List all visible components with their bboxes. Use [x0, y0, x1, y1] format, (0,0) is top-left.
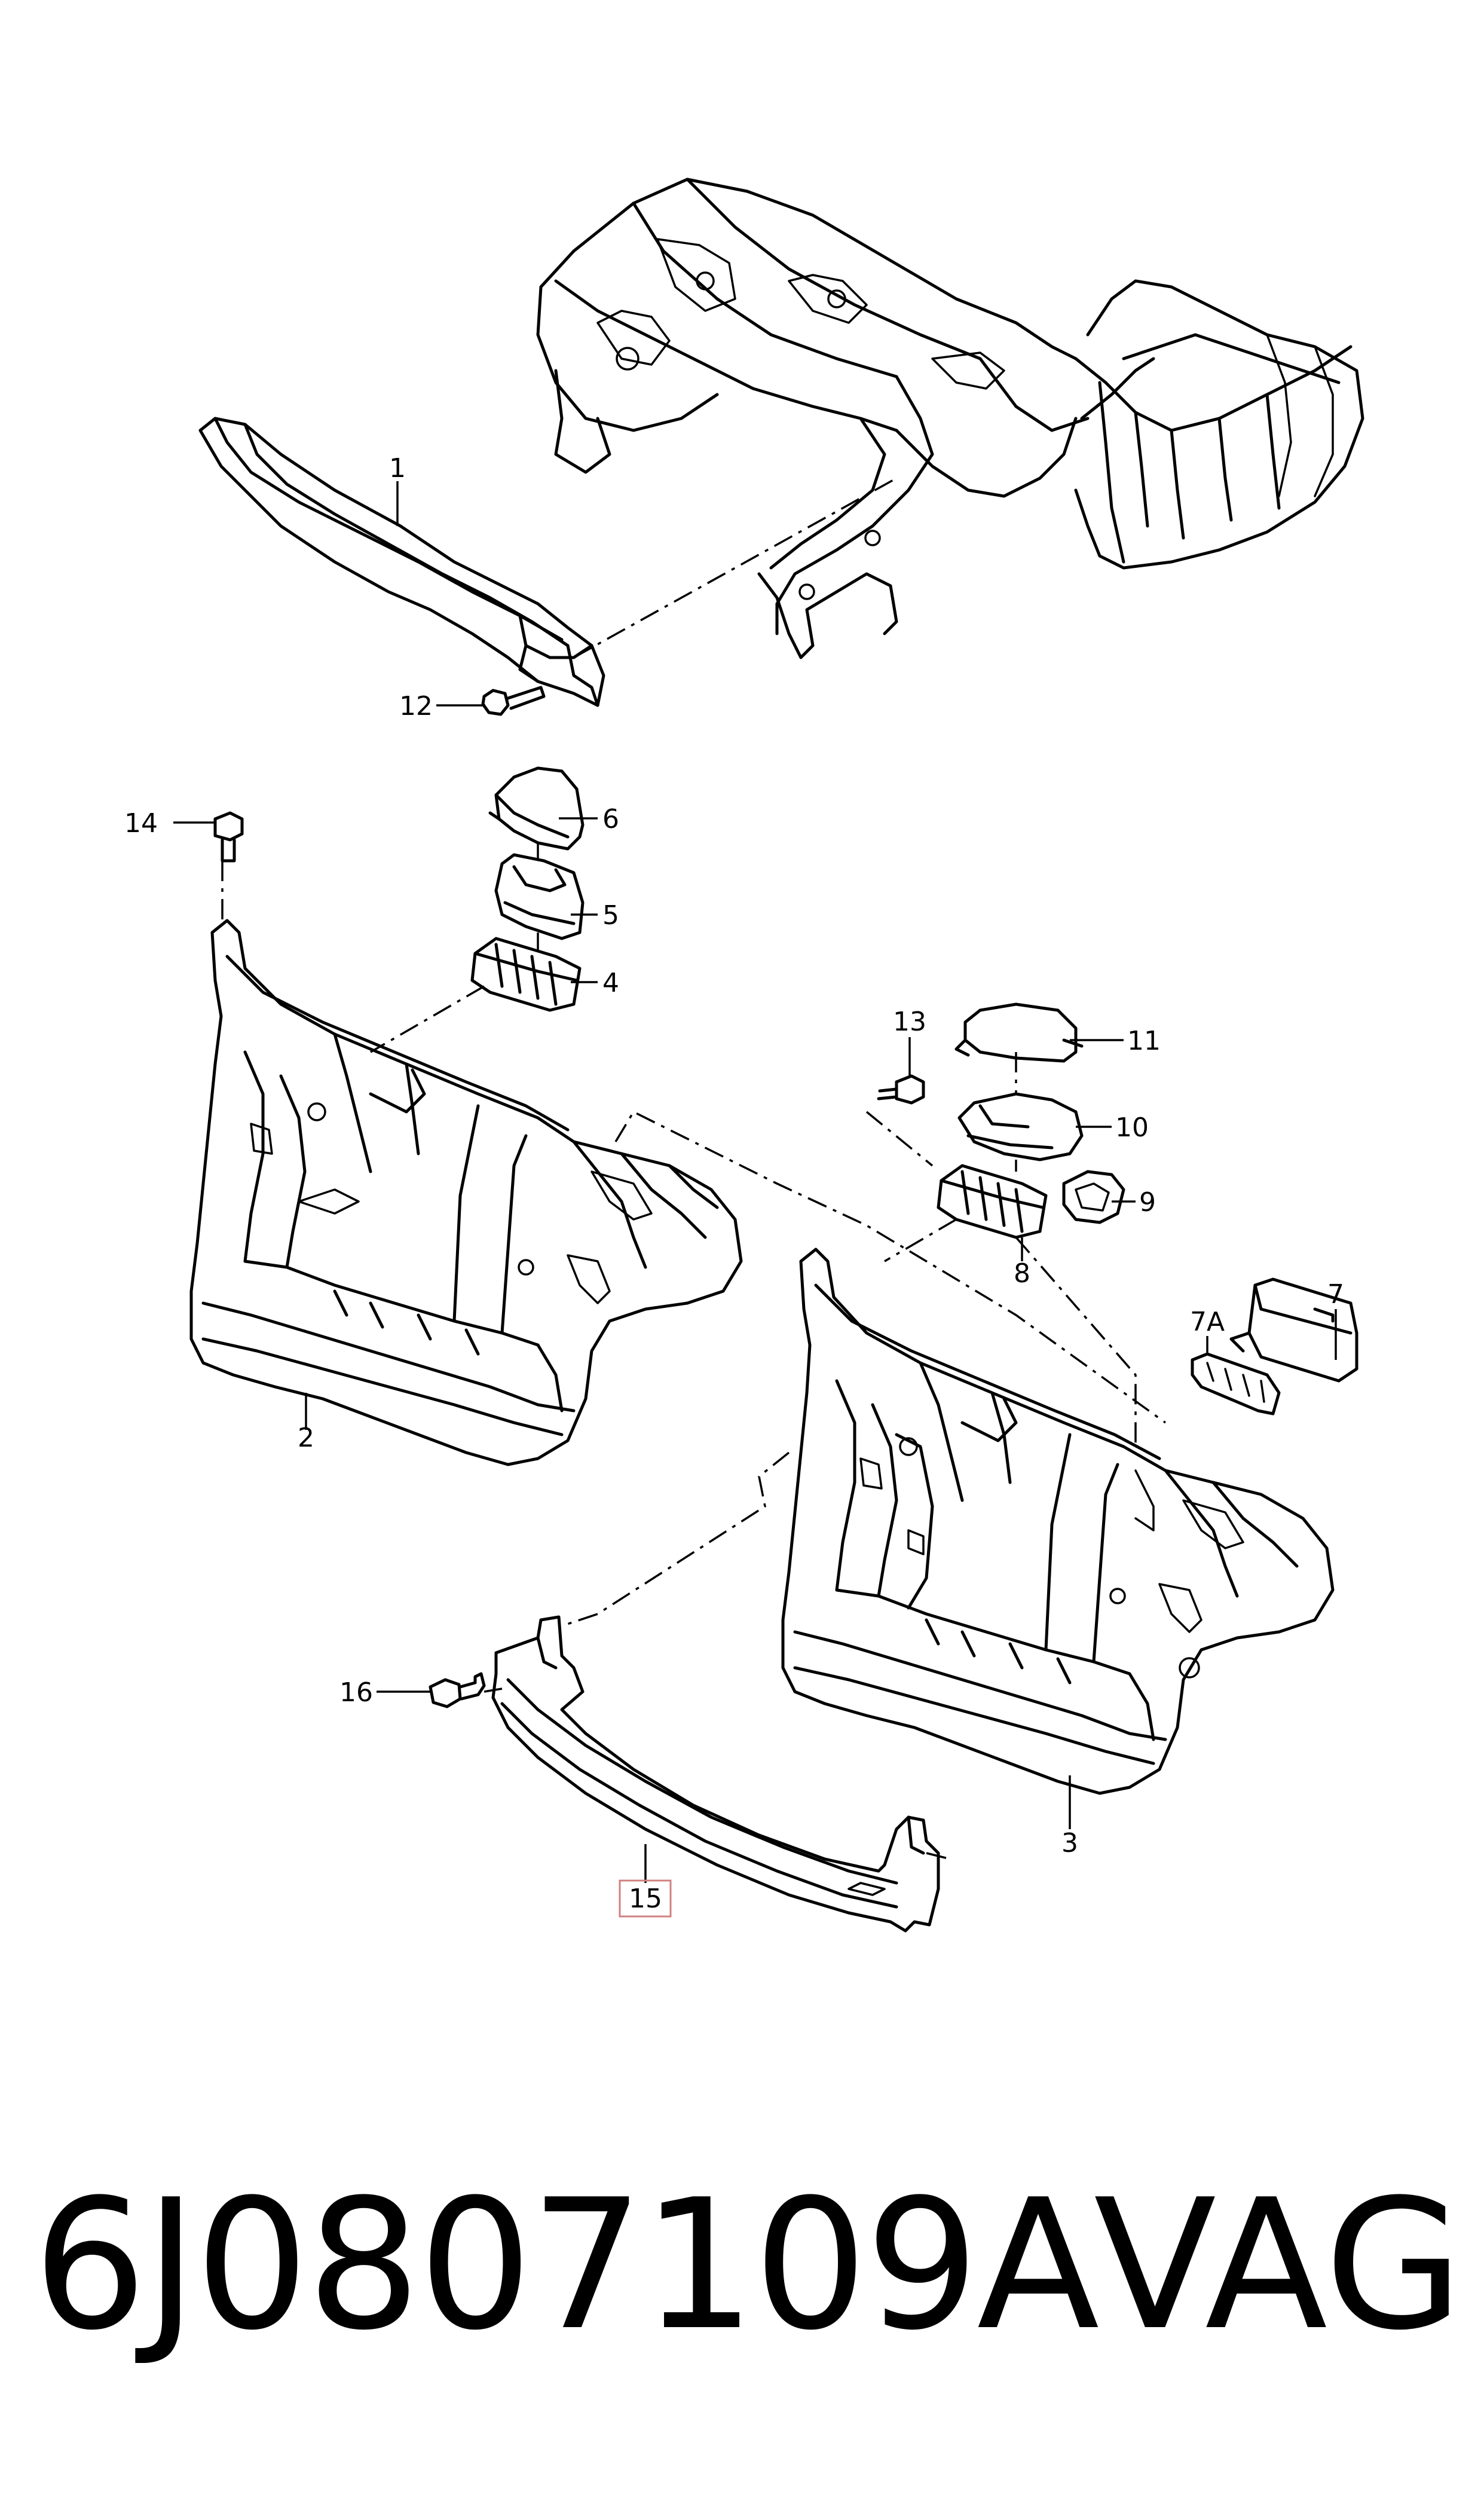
brand-label: VAG — [1094, 2161, 1464, 2370]
part-11-cap-icon — [954, 1002, 1084, 1063]
part-7a-clip-icon — [1191, 1352, 1281, 1416]
part-6-cap-icon — [488, 766, 585, 851]
callout-1: 1 — [389, 453, 406, 484]
callout-3: 3 — [1061, 1828, 1078, 1858]
assembly-lines — [221, 477, 1167, 1860]
callout-9: 9 — [1139, 1187, 1156, 1218]
part-7-block-icon — [1229, 1277, 1358, 1383]
part-4-bracket-icon — [470, 937, 582, 1012]
part-8-bracket-icon — [937, 1164, 1048, 1239]
bolt-12-icon — [481, 686, 546, 716]
part-9-seal-icon — [1062, 1170, 1125, 1224]
part-10-housing-icon — [957, 1092, 1084, 1161]
callout-11: 11 — [1127, 1026, 1161, 1056]
part-number-label: 6J0807109A — [33, 2161, 1100, 2370]
callout-12: 12 — [399, 691, 433, 722]
part-2-front-end-carrier — [189, 919, 743, 1466]
parts-diagram: 1 2 3 4 5 6 7 7A 8 9 10 11 12 13 14 15 1… — [124, 178, 1364, 1933]
callout-7a: 7A — [1190, 1307, 1225, 1337]
car-body-structure — [536, 178, 1364, 659]
callout-13: 13 — [893, 1007, 926, 1037]
bolt-14-icon — [213, 811, 244, 863]
callout-2: 2 — [298, 1423, 314, 1453]
callout-10: 10 — [1115, 1112, 1149, 1143]
callout-15: 15 — [629, 1884, 662, 1914]
callout-labels: 1 2 3 4 5 6 7 7A 8 9 10 11 12 13 14 15 1… — [124, 453, 1344, 1914]
callout-6: 6 — [602, 804, 619, 834]
part-1-cross-member — [198, 417, 605, 707]
bolt-16-icon — [429, 1672, 486, 1708]
callout-8: 8 — [1014, 1258, 1030, 1289]
part-5-housing-icon — [494, 853, 585, 940]
callout-14: 14 — [124, 808, 158, 839]
callout-5: 5 — [602, 900, 619, 931]
callout-16: 16 — [339, 1677, 373, 1708]
callout-4: 4 — [602, 968, 619, 998]
part-15-bumper-bar — [491, 1615, 940, 1933]
part-3-front-end-carrier — [781, 1248, 1335, 1795]
highlight-box-15 — [619, 1879, 672, 1918]
leader-lines — [173, 481, 1337, 1883]
bolt-13-icon — [877, 1074, 925, 1105]
callout-7: 7 — [1327, 1279, 1344, 1310]
